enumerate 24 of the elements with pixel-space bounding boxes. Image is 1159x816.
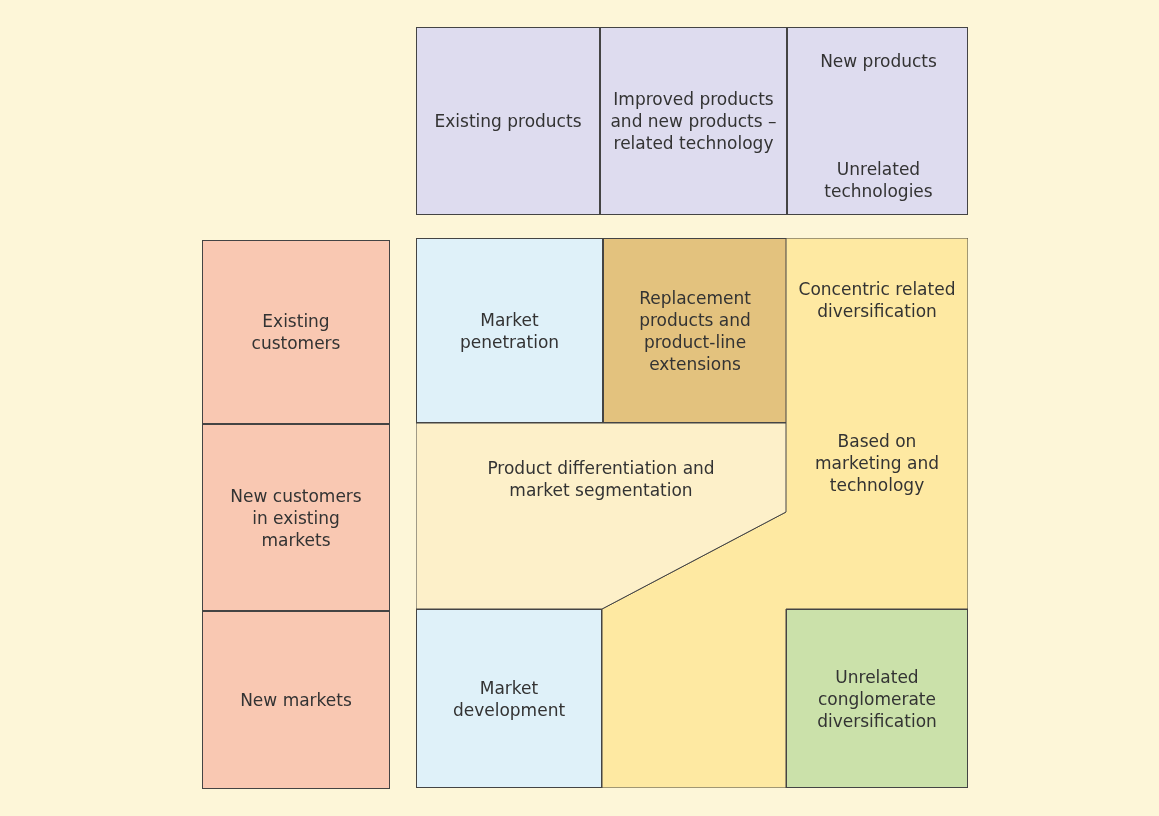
cell-text: Market penetration [458,308,561,353]
cell-text: Concentric related diversification [797,278,957,322]
matrix-cell [202,240,390,424]
matrix-cell [786,609,968,788]
cell-text: New customers in existing markets [229,484,363,551]
cell-text: Based on marketing and technology [814,430,940,496]
cell-text: Existing products [434,110,582,132]
matrix-cell [416,27,600,215]
matrix-cell [202,424,390,611]
cell-text: Existing customers [250,310,342,354]
cell-text: Market development [451,676,567,721]
cell-text: Replacement products and product-line extensions [638,286,752,375]
matrix-cell [202,611,390,789]
matrix-cell [787,27,968,215]
matrix-cell [600,27,787,215]
matrix-cell [416,609,602,788]
matrix-cell [416,238,603,423]
cell-text: Unrelated technologies [823,158,934,202]
cell-text: New products [820,50,937,72]
cell-text: New markets [240,689,352,711]
matrix-cell [603,238,787,423]
cell-text: Unrelated conglomerate diversification [816,665,938,732]
cell-text: Improved products and new products – related technology [609,88,778,154]
cell-text: Product differentiation and market segmentation [486,457,716,501]
